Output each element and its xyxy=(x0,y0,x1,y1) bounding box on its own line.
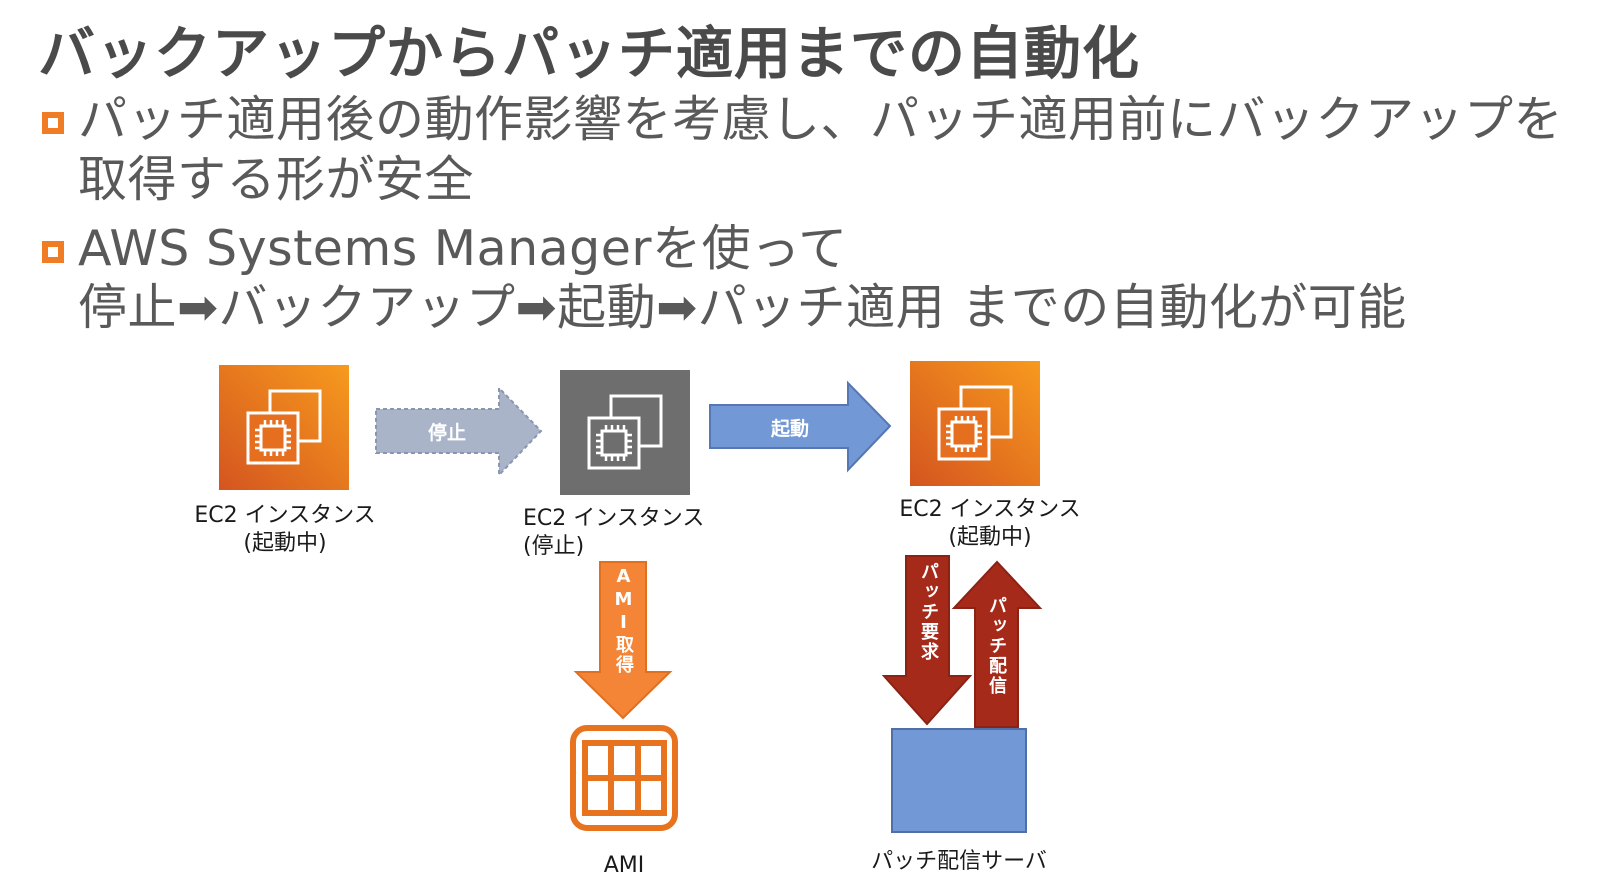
instance-2-state: (停止) xyxy=(523,534,585,559)
ami-label: AMI xyxy=(603,853,645,878)
start-arrow xyxy=(709,380,892,473)
start-arrow-label: 起動 xyxy=(771,418,810,440)
bullet-text-1-line-1: パッチ適用後の動作影響を考慮し、パッチ適用前にバックアップを xyxy=(78,91,1564,148)
ami-arrow-label: AMI取得 xyxy=(613,566,634,675)
bullet-marker xyxy=(42,112,64,134)
page-title: バックアップからパッチ適用までの自動化 xyxy=(38,21,1140,87)
patch-server-box xyxy=(891,728,1027,833)
patch-deliver-label: パッチ配信 xyxy=(986,596,1007,696)
instance-1-label: EC2 インスタンス (起動中) xyxy=(180,502,390,558)
instance-3-label: EC2 インスタンス (起動中) xyxy=(885,496,1095,552)
instance-3-state: (起動中) xyxy=(948,525,1032,550)
bullet-marker xyxy=(42,241,64,263)
instance-1-state: (起動中) xyxy=(243,531,327,556)
stop-arrow-label: 停止 xyxy=(428,422,467,444)
ami-icon xyxy=(570,725,678,831)
patch-server-label: パッチ配信サーバ xyxy=(871,849,1047,874)
instance-2-label: EC2 インスタンス (停止) xyxy=(523,505,733,561)
ec2-instance-icon-running-2 xyxy=(910,361,1040,486)
stop-arrow xyxy=(375,385,543,478)
instance-3-name: EC2 インスタンス xyxy=(899,497,1081,522)
ec2-instance-icon-stopped xyxy=(560,370,690,495)
patch-request-label: パッチ要求 xyxy=(918,562,939,662)
ami-capture-arrow xyxy=(573,561,673,720)
patch-request-arrow xyxy=(881,555,973,726)
instance-1-name: EC2 インスタンス xyxy=(194,503,376,528)
bullet-text-2-line-1: AWS Systems Managerを使って xyxy=(78,220,848,277)
instance-2-name: EC2 インスタンス xyxy=(523,506,705,531)
bullet-text-2-line-2: 停止➡バックアップ➡起動➡パッチ適用 までの自動化が可能 xyxy=(78,279,1407,336)
patch-deliver-arrow xyxy=(951,560,1043,728)
bullet-text-1-line-2: 取得する形が安全 xyxy=(78,151,475,208)
ec2-instance-icon-running-1 xyxy=(219,365,349,490)
